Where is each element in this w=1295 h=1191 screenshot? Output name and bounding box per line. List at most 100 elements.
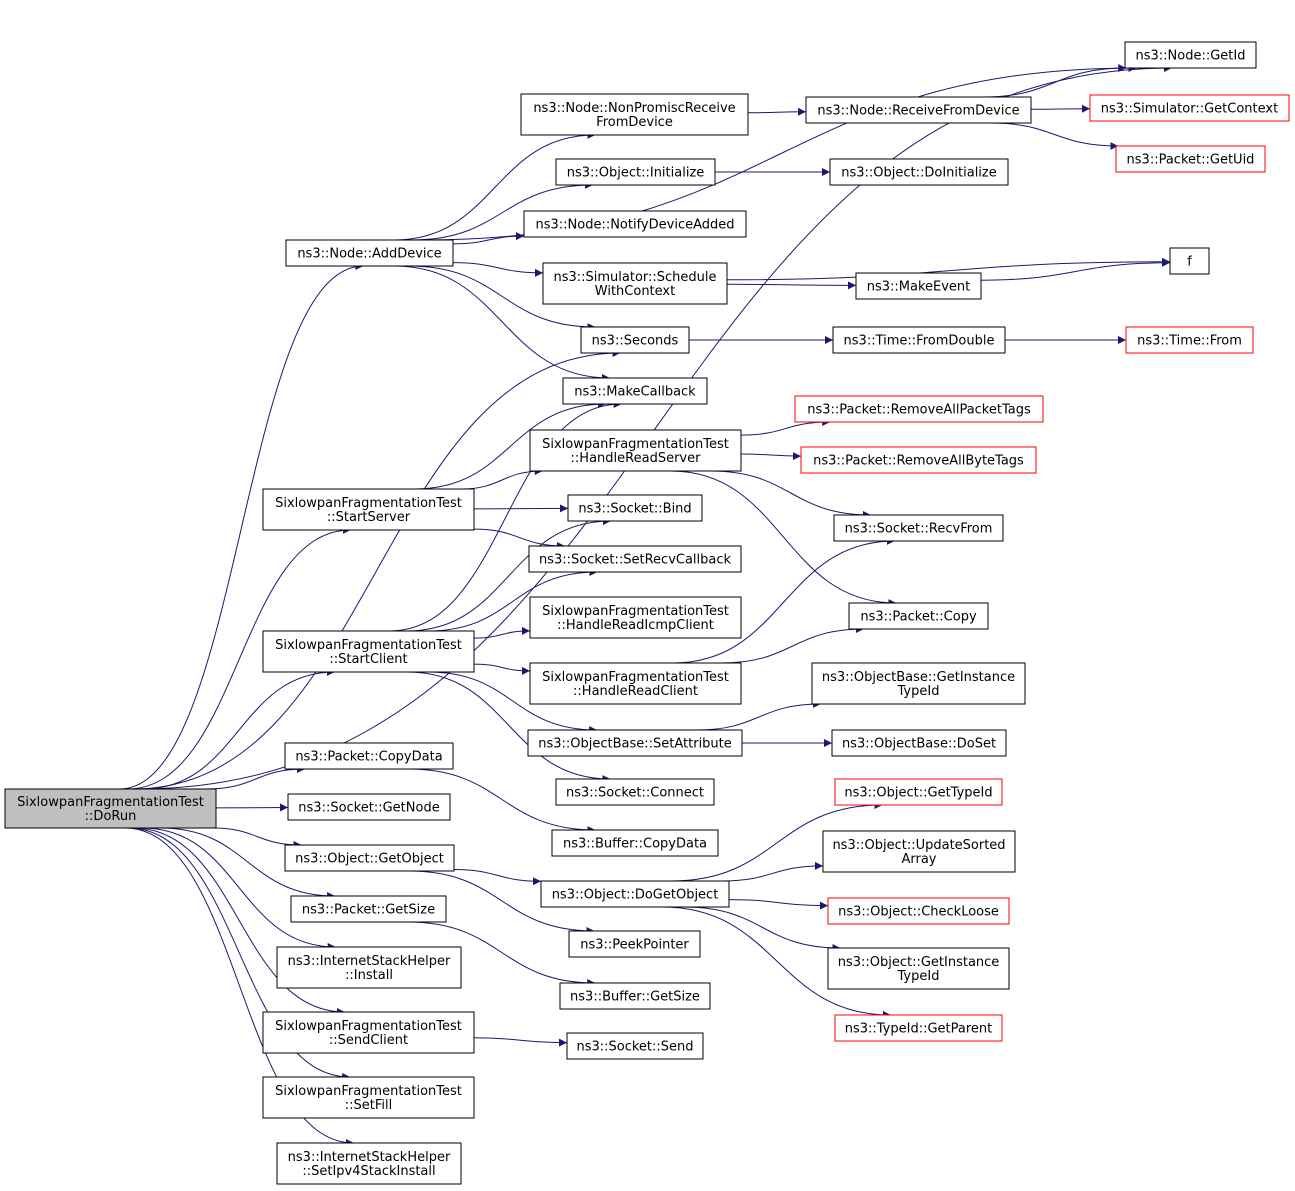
node-fromDouble[interactable]: ns3::Time::FromDouble bbox=[832, 326, 1006, 354]
node-box bbox=[834, 1014, 1003, 1042]
edge-doRun-to-seconds bbox=[132, 349, 621, 790]
node-box bbox=[527, 729, 743, 757]
node-label: SixlowpanFragmentationTest bbox=[17, 795, 204, 810]
node-box bbox=[805, 96, 1032, 124]
node-box bbox=[287, 793, 451, 821]
node-box bbox=[276, 946, 462, 989]
node-receiveFromDevice[interactable]: ns3::Node::ReceiveFromDevice bbox=[805, 96, 1032, 124]
edge-doRun-to-startClient bbox=[142, 668, 335, 790]
node-handleReadServer[interactable]: SixlowpanFragmentationTest::HandleReadSe… bbox=[529, 429, 742, 472]
node-label: ns3::Node::AddDevice bbox=[297, 247, 441, 262]
edge-startClient-to-makeCallback bbox=[389, 400, 622, 632]
node-bufferCopyData[interactable]: ns3::Buffer::CopyData bbox=[551, 829, 719, 857]
node-label: ns3::Node::NonPromiscReceive bbox=[533, 101, 735, 116]
node-socketGetNode[interactable]: ns3::Socket::GetNode bbox=[287, 793, 451, 821]
node-getContext[interactable]: ns3::Simulator::GetContext bbox=[1089, 94, 1290, 122]
node-label: ::HandleReadClient bbox=[573, 684, 698, 699]
node-doRun[interactable]: SixlowpanFragmentationTest::DoRun bbox=[4, 788, 217, 829]
edge-addDevice-to-scheduleWithContext bbox=[452, 262, 544, 277]
edge-packetCopyData-to-bufferCopyData bbox=[408, 768, 596, 834]
node-removeAllByteTags[interactable]: ns3::Packet::RemoveAllByteTags bbox=[800, 446, 1037, 474]
node-notifyDeviceAdded[interactable]: ns3::Node::NotifyDeviceAdded bbox=[523, 210, 747, 238]
edge-startClient-to-setRecvCallback bbox=[427, 568, 598, 632]
node-label: ns3::Simulator::GetContext bbox=[1101, 102, 1278, 117]
node-box bbox=[551, 829, 719, 857]
node-label: SixlowpanFragmentationTest bbox=[542, 604, 729, 619]
node-makeEvent[interactable]: ns3::MakeEvent bbox=[855, 272, 982, 300]
node-handleReadIcmpClient[interactable]: SixlowpanFragmentationTest::HandleReadIc… bbox=[529, 596, 742, 639]
node-objGetTypeId[interactable]: ns3::Object::GetTypeId bbox=[834, 778, 1003, 806]
node-label: ns3::TypeId::GetParent bbox=[845, 1022, 993, 1037]
node-setAttribute[interactable]: ns3::ObjectBase::SetAttribute bbox=[527, 729, 743, 757]
edge-doRun-to-startServer bbox=[127, 526, 351, 790]
node-socketBind[interactable]: ns3::Socket::Bind bbox=[567, 494, 703, 522]
node-label: WithContext bbox=[595, 284, 675, 299]
node-getObject[interactable]: ns3::Object::GetObject bbox=[284, 844, 455, 872]
node-removeAllPacketTags[interactable]: ns3::Packet::RemoveAllPacketTags bbox=[794, 395, 1044, 423]
node-handleReadClient[interactable]: SixlowpanFragmentationTest::HandleReadCl… bbox=[529, 662, 742, 705]
node-getId[interactable]: ns3::Node::GetId bbox=[1124, 41, 1257, 69]
node-packetCopyData[interactable]: ns3::Packet::CopyData bbox=[284, 742, 454, 770]
node-setRecvCallback[interactable]: ns3::Socket::SetRecvCallback bbox=[528, 545, 742, 573]
node-f[interactable]: f bbox=[1169, 247, 1210, 275]
edge-handleReadServer-to-packetCopy bbox=[670, 470, 897, 607]
node-recvFrom[interactable]: ns3::Socket::RecvFrom bbox=[833, 514, 1004, 542]
edge-addDevice-to-notifyDeviceAdded bbox=[452, 232, 525, 245]
node-label: ::DoRun bbox=[85, 809, 137, 824]
node-box bbox=[284, 742, 454, 770]
node-getParent[interactable]: ns3::TypeId::GetParent bbox=[834, 1014, 1003, 1042]
node-label: ns3::ObjectBase::SetAttribute bbox=[538, 737, 732, 752]
node-getUid[interactable]: ns3::Packet::GetUid bbox=[1115, 145, 1266, 173]
node-checkLoose[interactable]: ns3::Object::CheckLoose bbox=[827, 897, 1010, 925]
node-startServer[interactable]: SixlowpanFragmentationTest::StartServer bbox=[262, 488, 475, 531]
node-box bbox=[567, 494, 703, 522]
node-objInitialize[interactable]: ns3::Object::Initialize bbox=[555, 158, 716, 186]
node-packetCopy[interactable]: ns3::Packet::Copy bbox=[848, 602, 989, 630]
node-sendClient[interactable]: SixlowpanFragmentationTest::SendClient bbox=[262, 1011, 475, 1054]
node-setIpv4StackInstall[interactable]: ns3::InternetStackHelper::SetIpv4StackIn… bbox=[276, 1142, 462, 1185]
node-box bbox=[1089, 94, 1290, 122]
edge-doGetObject-to-objGetTypeId bbox=[671, 801, 883, 882]
node-addDevice[interactable]: ns3::Node::AddDevice bbox=[285, 239, 454, 267]
node-bufferGetSize[interactable]: ns3::Buffer::GetSize bbox=[559, 982, 711, 1010]
node-box bbox=[529, 429, 742, 472]
edge-startServer-to-makeCallback bbox=[414, 400, 606, 490]
edge-doRun-to-getObject bbox=[212, 827, 302, 849]
node-box bbox=[540, 880, 730, 908]
node-label: ns3::Object::DoGetObject bbox=[552, 888, 719, 903]
node-label: ns3::Simulator::Schedule bbox=[553, 270, 716, 285]
node-startClient[interactable]: SixlowpanFragmentationTest::StartClient bbox=[262, 630, 475, 673]
node-socketSend[interactable]: ns3::Socket::Send bbox=[566, 1032, 704, 1060]
node-seconds[interactable]: ns3::Seconds bbox=[580, 326, 690, 354]
node-doGetObject[interactable]: ns3::Object::DoGetObject bbox=[540, 880, 730, 908]
node-socketConnect[interactable]: ns3::Socket::Connect bbox=[555, 778, 715, 806]
node-label: ns3::PeekPointer bbox=[580, 938, 689, 953]
node-install[interactable]: ns3::InternetStackHelper::Install bbox=[276, 946, 462, 989]
node-label: ns3::Object::Initialize bbox=[567, 166, 705, 181]
node-setFill[interactable]: SixlowpanFragmentationTest::SetFill bbox=[262, 1076, 475, 1119]
node-label: ns3::Socket::Connect bbox=[566, 786, 704, 801]
node-label: ns3::Buffer::CopyData bbox=[563, 837, 707, 852]
node-label: TypeId bbox=[897, 969, 940, 984]
node-box bbox=[848, 602, 989, 630]
node-label: ns3::Time::From bbox=[1137, 334, 1242, 349]
node-box bbox=[262, 1076, 475, 1119]
node-makeCallback[interactable]: ns3::MakeCallback bbox=[562, 377, 708, 405]
node-objDoInitialize[interactable]: ns3::Object::DoInitialize bbox=[829, 158, 1009, 186]
edge-handleReadServer-to-removeAllByteTags bbox=[740, 452, 802, 461]
node-doSet[interactable]: ns3::ObjectBase::DoSet bbox=[831, 729, 1007, 757]
node-box bbox=[800, 446, 1037, 474]
node-packetGetSize[interactable]: ns3::Packet::GetSize bbox=[290, 895, 447, 923]
node-timeFrom[interactable]: ns3::Time::From bbox=[1125, 326, 1254, 354]
node-box bbox=[4, 788, 217, 829]
node-peekPointer[interactable]: ns3::PeekPointer bbox=[568, 930, 701, 958]
node-label: ns3::Buffer::GetSize bbox=[570, 990, 700, 1005]
node-label: ns3::Socket::GetNode bbox=[298, 801, 439, 816]
node-box bbox=[285, 239, 454, 267]
node-box bbox=[555, 158, 716, 186]
